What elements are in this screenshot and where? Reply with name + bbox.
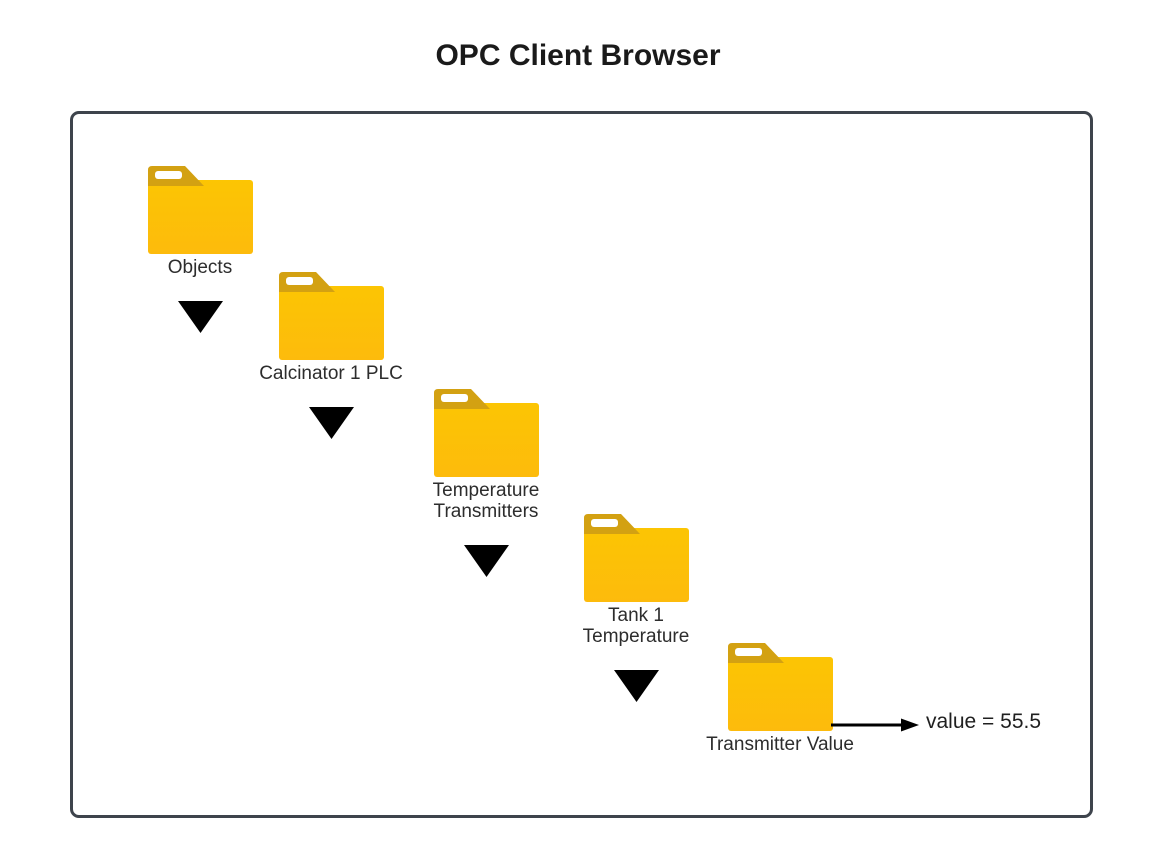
folder-icon[interactable] <box>147 166 253 254</box>
expand-triangle-down-icon[interactable] <box>463 545 509 577</box>
page-title: OPC Client Browser <box>435 39 721 72</box>
folder-icon[interactable] <box>727 643 833 731</box>
value-annotation: value = 55.5 <box>926 710 1042 733</box>
expand-triangle-down-icon[interactable] <box>308 407 354 439</box>
tree-node-tank-1-temperature: Tank 1 Temperature <box>546 514 726 702</box>
node-label: Calcinator 1 PLC <box>259 363 403 384</box>
expand-triangle-down-icon[interactable] <box>177 301 223 333</box>
tree-node-transmitter-value: Transmitter Value <box>690 643 870 755</box>
folder-icon[interactable] <box>583 514 689 602</box>
tree-node-calcinator-1-plc: Calcinator 1 PLC <box>241 272 421 439</box>
node-label: Objects <box>167 257 233 278</box>
node-label: Transmitter Value <box>706 734 854 755</box>
node-label: Temperature Transmitters <box>432 480 540 522</box>
node-label: Tank 1 Temperature <box>582 605 690 647</box>
arrow-right-icon <box>831 718 919 732</box>
tree-node-objects: Objects <box>110 166 290 333</box>
folder-icon[interactable] <box>433 389 539 477</box>
expand-triangle-down-icon[interactable] <box>613 670 659 702</box>
tree-node-temperature-transmitters: Temperature Transmitters <box>396 389 576 577</box>
folder-icon[interactable] <box>278 272 384 360</box>
